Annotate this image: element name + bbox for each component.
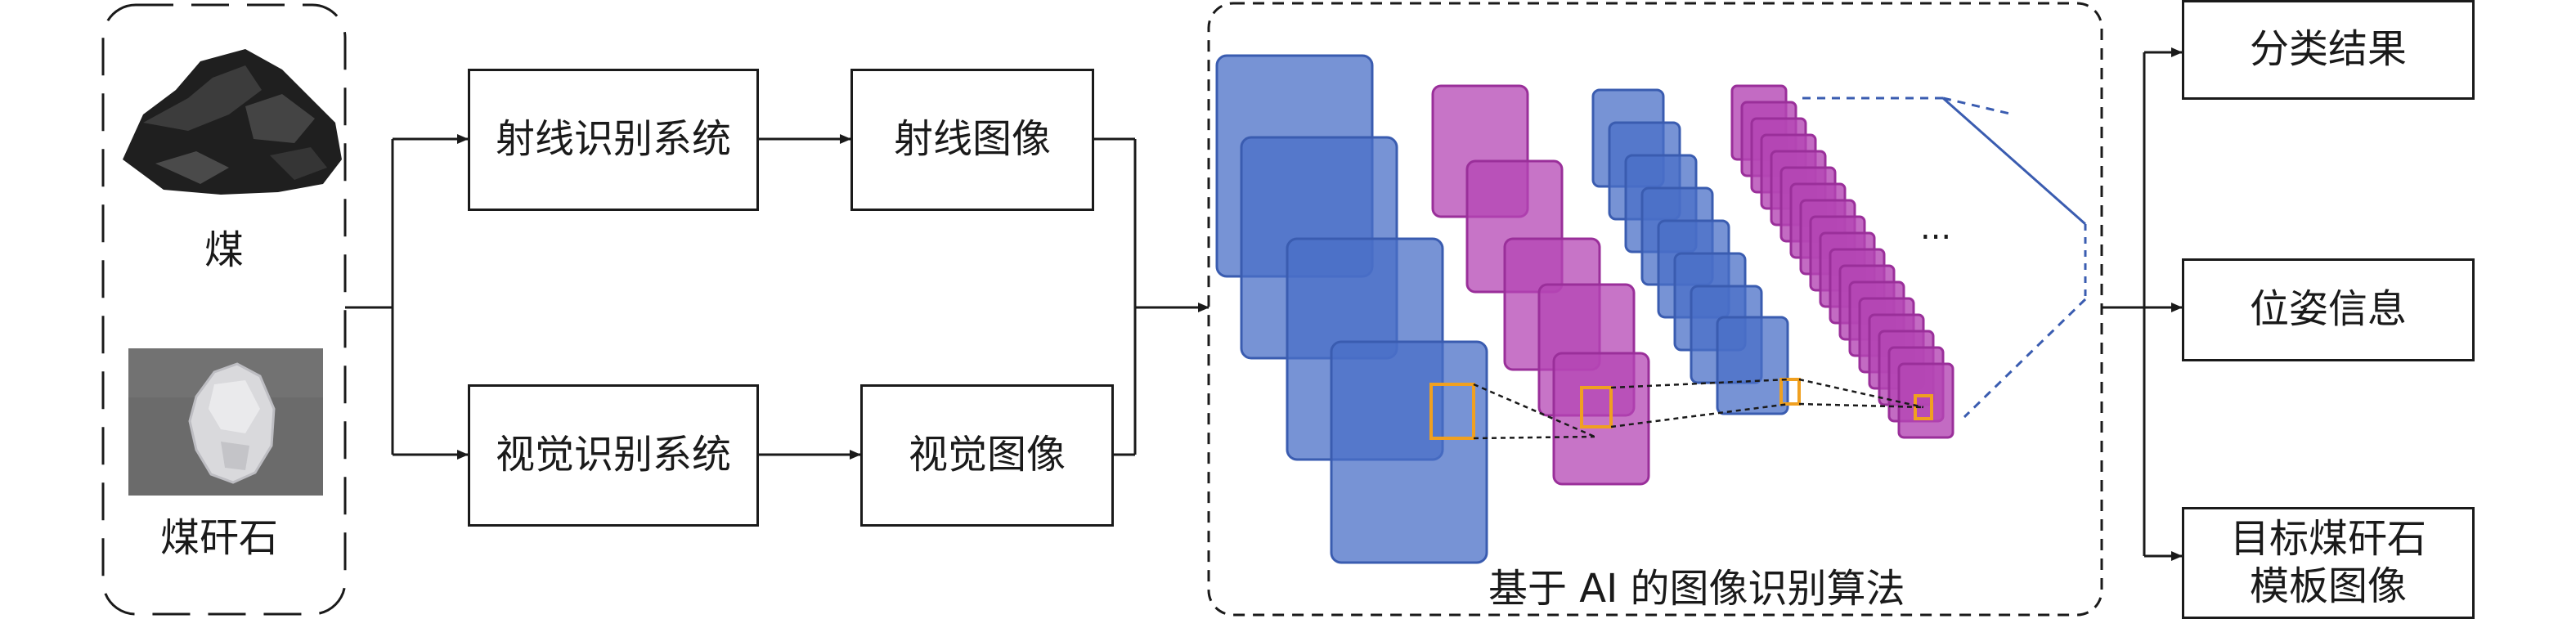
- algorithm-caption: 基于 AI 的图像识别算法: [1488, 566, 1905, 612]
- cnn-layer-4: [1730, 84, 1954, 439]
- ellipsis-label: ...: [1920, 209, 1952, 247]
- algorithm-frame: [1207, 2, 2103, 617]
- gangue-image: [128, 348, 323, 496]
- cnn-layer-3: [1591, 88, 1789, 415]
- fc-layer: [1802, 96, 2087, 419]
- input-connectors: [345, 134, 1209, 460]
- cnn-layer-1: [1215, 54, 1488, 564]
- ray-image-box: 射线图像: [850, 69, 1094, 211]
- coal-image: [123, 49, 342, 195]
- projection-lines: [1473, 378, 1924, 440]
- template-line-1: 目标煤矸石: [2229, 515, 2426, 562]
- ray-recognition-system-box: 射线识别系统: [468, 69, 759, 211]
- template-image-box: 目标煤矸石 模板图像: [2182, 507, 2475, 619]
- classification-result-box: 分类结果: [2182, 0, 2475, 100]
- template-line-2: 模板图像: [2249, 563, 2407, 609]
- kernel-highlights: [1429, 378, 1933, 440]
- gangue-label: 煤矸石: [160, 515, 279, 561]
- vision-recognition-system-box: 视觉识别系统: [468, 384, 759, 527]
- output-connectors: [2102, 47, 2183, 561]
- coal-label: 煤: [204, 227, 245, 273]
- vision-image-box: 视觉图像: [860, 384, 1114, 527]
- cnn-layer-2: [1431, 84, 1650, 486]
- pose-info-box: 位姿信息: [2182, 258, 2475, 361]
- input-samples-frame: [101, 3, 347, 616]
